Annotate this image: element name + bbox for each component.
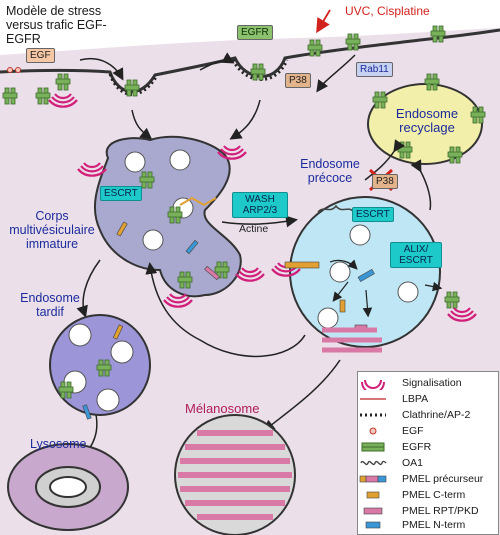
arrow [131, 109, 153, 140]
pmel-nterm [357, 268, 375, 283]
pmel-rpt-icon [363, 507, 383, 515]
legend-label: Clathrine/AP-2 [402, 409, 471, 421]
arrow [316, 54, 356, 93]
pmel-cterm-icon [366, 491, 380, 499]
corps-multivesiculaire-label: Corps multivésiculaire immature [9, 209, 95, 251]
pmel-nterm [185, 239, 199, 255]
intraluminal-vesicle [68, 323, 92, 347]
clathrin-coat-2 [231, 59, 289, 81]
intraluminal-vesicle [317, 307, 339, 329]
arrow [229, 99, 261, 140]
arrow [79, 58, 124, 81]
melanosome-label: Mélanosome [185, 401, 260, 416]
egf-ligand [7, 67, 13, 73]
escrt-mvb-label: ESCRT [100, 186, 142, 201]
intraluminal-vesicle [349, 224, 371, 246]
endosome-precoce-label: Endosome précoce [300, 157, 360, 185]
legend-label: PMEL précurseur [402, 473, 484, 485]
legend-item-clathrine: Clathrine/AP-2 [358, 408, 498, 424]
pmel-precursor [179, 196, 217, 207]
arrow [199, 52, 235, 71]
egf-ligand [15, 67, 21, 73]
endosome-recyclage-label: Endosome recyclage [395, 106, 459, 136]
actine-label: Actine [239, 223, 269, 235]
arrow [362, 289, 373, 318]
actin-spring [317, 204, 355, 213]
pmel-fibrils [322, 327, 382, 353]
legend-item-pmel-nterm: PMEL N-term [358, 518, 498, 534]
intraluminal-vesicle [329, 261, 351, 283]
endosome-tardif-label: Endosome tardif [20, 291, 80, 319]
pmel-cterm [112, 324, 124, 340]
p38-crossed-label: P38 [372, 174, 398, 189]
p38-label: P38 [285, 73, 311, 88]
arrow [329, 259, 358, 270]
intraluminal-vesicle [142, 229, 164, 251]
lysosome-label: Lysosome [30, 437, 87, 451]
legend-item-signalisation: Signalisation [358, 376, 498, 392]
legend-item-egf: EGF [358, 424, 498, 440]
arrow [262, 359, 341, 432]
legend: Signalisation LBPA Clathrine/AP-2 EGF EG… [357, 371, 499, 535]
lbpa-line-icon [360, 398, 386, 400]
arrow [410, 159, 432, 211]
pmel-rpt [204, 265, 220, 281]
uvc-arrow [316, 9, 331, 34]
arrow [76, 259, 101, 318]
alix-label: ALIX/ ESCRT [390, 242, 442, 268]
pmel-nterm [82, 404, 92, 420]
legend-item-pmel-precurseur: PMEL précurseur [358, 472, 498, 488]
pmel-cterm [339, 299, 346, 313]
legend-item-egfr: EGFR [358, 440, 498, 456]
arrow [364, 139, 405, 181]
arrow [221, 215, 298, 228]
intraluminal-vesicle [169, 149, 191, 171]
pmel-precursor-icon [359, 475, 387, 483]
legend-label: PMEL RPT/PKD [402, 505, 479, 517]
rab11-label: Rab11 [356, 62, 393, 77]
intraluminal-vesicle [110, 340, 134, 364]
legend-label: PMEL C-term [402, 489, 466, 501]
wash-label: WASH ARP2/3 [232, 192, 288, 218]
legend-item-pmel-cterm: PMEL C-term [358, 488, 498, 504]
intraluminal-vesicle [96, 388, 120, 412]
signal-icon [361, 379, 385, 390]
arrow [145, 262, 306, 358]
diagram-title: Modèle de stress versus trafic EGF-EGFR [6, 4, 107, 46]
clathrin-dots-icon [360, 413, 386, 417]
intraluminal-vesicle [397, 281, 419, 303]
plasma-membrane [0, 28, 500, 94]
intraluminal-vesicle [124, 151, 146, 173]
legend-item-oa1: OA1 [358, 456, 498, 472]
arrow [332, 281, 349, 302]
legend-label: EGFR [402, 441, 432, 453]
legend-label: Signalisation [402, 377, 462, 389]
legend-label: EGF [402, 425, 424, 437]
egf-ligand-icon [369, 427, 377, 435]
legend-label: OA1 [402, 457, 424, 469]
pmel-precursor [284, 261, 320, 269]
pmel-nterm-icon [365, 521, 381, 529]
legend-label: LBPA [402, 393, 429, 405]
egfr-label: EGFR [237, 25, 273, 40]
legend-item-lbpa: LBPA [358, 392, 498, 408]
legend-item-pmel-rpt: PMEL RPT/PKD [358, 504, 498, 520]
egf-label: EGF [26, 48, 55, 63]
melanosome-fibrils [178, 430, 292, 520]
uvc-label: UVC, Cisplatine [345, 4, 430, 18]
egfr-receptor-icon [361, 442, 385, 452]
lysosome-core [49, 476, 87, 498]
pmel-cterm [116, 221, 128, 237]
arrow [424, 281, 443, 292]
oa1-icon [360, 460, 387, 466]
legend-label: PMEL N-term [402, 519, 466, 531]
escrt-early-label: ESCRT [352, 207, 394, 222]
